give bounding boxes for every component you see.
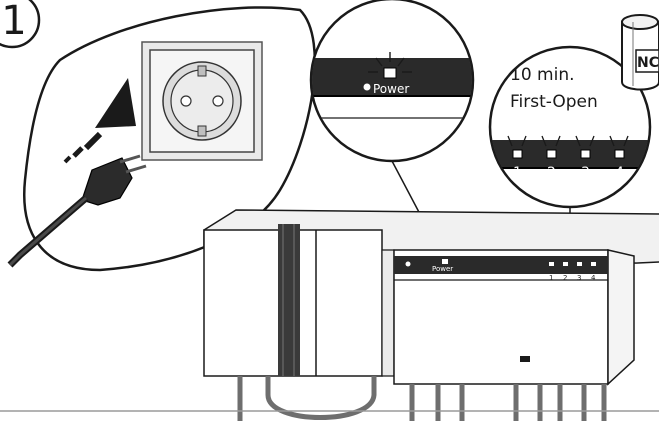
device-channel-led-3 xyxy=(577,262,582,266)
time-label: 10 min. xyxy=(510,65,575,85)
led-blink-rays xyxy=(368,52,412,73)
led-strip xyxy=(394,256,608,274)
channel-number-4: 4 xyxy=(615,165,624,181)
socket-hole-right xyxy=(212,95,224,107)
channel-number-2: 2 xyxy=(547,165,556,181)
mode-label: First-Open xyxy=(510,92,598,112)
base-station-device: Power 1 2 3 4 xyxy=(203,209,659,386)
device-channel-led-1 xyxy=(549,262,554,266)
actuator-nc: NC xyxy=(621,14,659,91)
channel-led-2 xyxy=(546,149,557,159)
channel-led-3 xyxy=(580,149,591,159)
channel-blink-rays xyxy=(507,135,629,147)
channel-number-1: 1 xyxy=(513,165,522,181)
power-label: Power xyxy=(373,82,409,96)
device-channel-number-4: 4 xyxy=(591,274,596,282)
power-zoom: Power xyxy=(309,0,475,163)
step-marker: 1 xyxy=(0,0,41,49)
channel-led-4 xyxy=(614,149,625,159)
device-channel-number-1: 1 xyxy=(549,274,553,282)
device-channel-led-4 xyxy=(591,262,596,266)
device-channel-number-2: 2 xyxy=(563,274,567,282)
power-led xyxy=(383,67,397,79)
device-channel-number-3: 3 xyxy=(577,274,581,282)
socket-bubble xyxy=(7,6,317,272)
device-power-label: Power xyxy=(432,265,453,273)
insert-arrow-icon xyxy=(63,78,136,164)
channel-zoom: 10 min. First-Open 1 2 3 4 xyxy=(488,45,652,209)
power-plug xyxy=(7,154,147,268)
wall-socket xyxy=(141,41,263,161)
step-circle xyxy=(0,0,41,49)
channel-number-3: 3 xyxy=(581,165,590,181)
power-dot xyxy=(363,83,371,91)
device-power-led xyxy=(442,259,448,264)
channel-led-1 xyxy=(512,149,523,159)
device-cables xyxy=(237,376,607,421)
device-channel-led-2 xyxy=(563,262,568,266)
actuator-label: NC xyxy=(637,55,659,71)
step-number: 1 xyxy=(1,0,26,44)
socket-hole-left xyxy=(180,95,192,107)
